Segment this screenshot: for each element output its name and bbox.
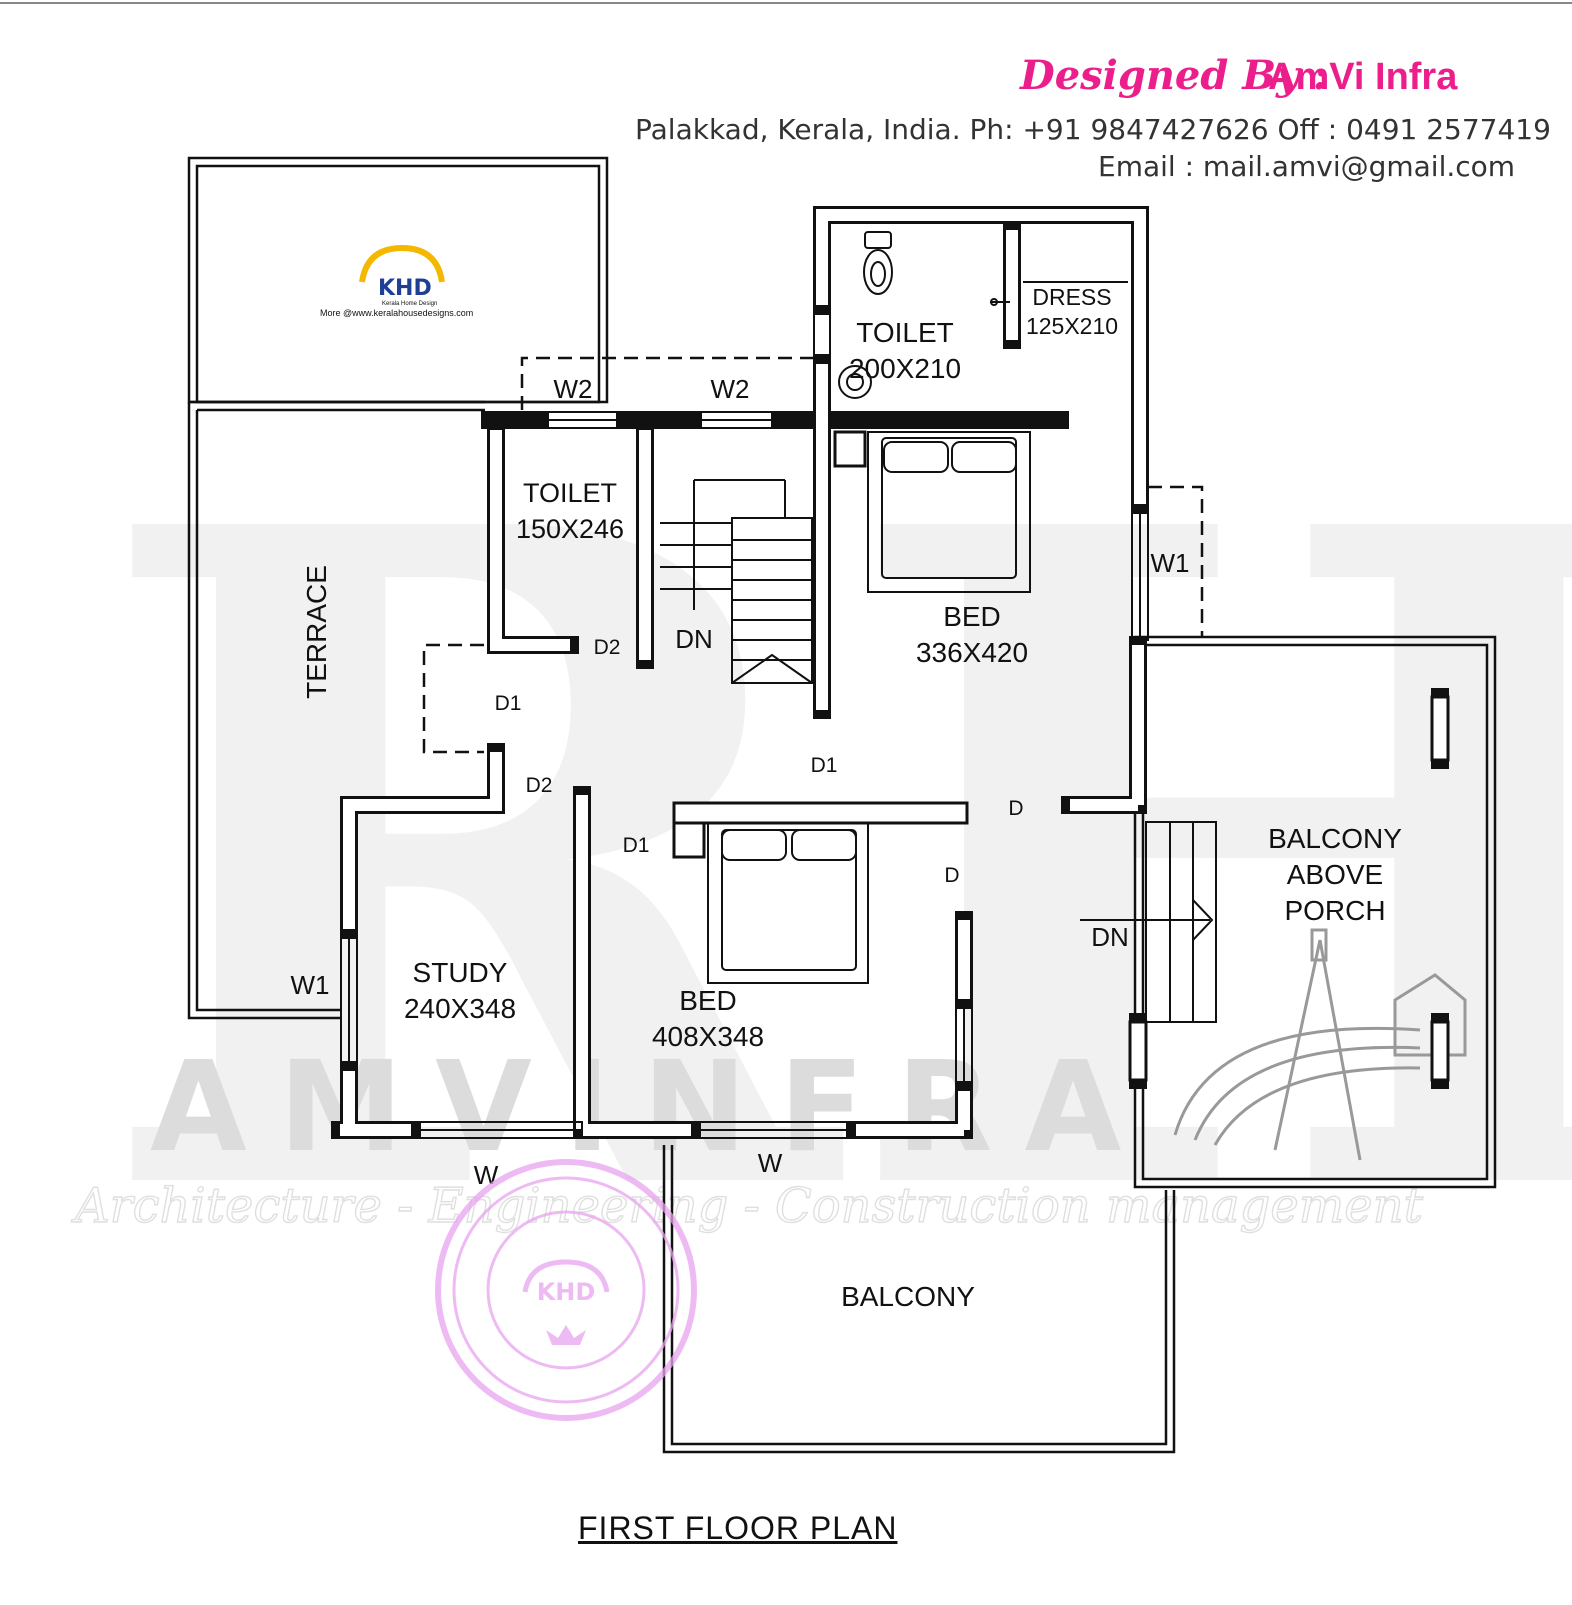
logo-mark: KHD [378, 276, 432, 301]
projections [422, 356, 1204, 754]
tag-d2-b: D2 [526, 774, 553, 797]
watermark-company: AMVINFRA [150, 1035, 1153, 1180]
stamp: KHD [435, 1159, 697, 1421]
windows [340, 305, 1450, 1139]
shower-icon [990, 298, 1010, 306]
email-line: Email : mail.amvi@gmail.com [1098, 150, 1516, 183]
terrace-outline [187, 402, 340, 1020]
room-name-bed-upper: BED [943, 601, 1001, 632]
room-size-dress: 125X210 [1026, 313, 1118, 339]
opening-tags: W2 W2 W1 W1 W W D2 D2 D1 D1 D1 D D DN DN [291, 374, 1190, 1190]
porch-balcony-outline [1133, 635, 1497, 1189]
tag-d-b: D [944, 864, 959, 887]
balcony-outline [662, 1145, 1176, 1454]
room-name-bed-lower: BED [679, 985, 737, 1016]
tag-dn-stair: DN [675, 624, 713, 654]
compass-house-emblem [1173, 928, 1467, 1161]
crown-icon [546, 1325, 586, 1345]
stair-treads [660, 522, 812, 661]
room-name-terrace: TERRACE [301, 565, 332, 699]
terrace-inner [195, 410, 340, 1012]
tag-w-b: W [758, 1148, 783, 1178]
logo-line: Kerala Home Design [382, 301, 437, 307]
room-name-porch-balcony-1: BALCONY [1268, 823, 1402, 854]
logo-arc-icon [359, 244, 445, 283]
room-name-porch-balcony-3: PORCH [1284, 895, 1385, 926]
room-labels: TOILET 200X210 DRESS 125X210 TOILET 150X… [301, 284, 1402, 1312]
room-size-toilet-top: 200X210 [849, 353, 961, 384]
tag-w2-b: W2 [711, 374, 750, 404]
contact-line: Palakkad, Kerala, India. Ph: +91 9847427… [635, 113, 1551, 146]
bed-icon [707, 822, 869, 984]
tag-w1-left: W1 [291, 970, 330, 1000]
room-size-bed-lower: 408X348 [652, 1021, 764, 1052]
tag-w2-a: W2 [554, 374, 593, 404]
bed-icon [867, 431, 1031, 593]
tag-d2-a: D2 [594, 636, 621, 659]
stamp-mark: KHD [537, 1278, 596, 1306]
plan-title: FIRST FLOOR PLAN [578, 1510, 898, 1546]
room-name-balcony: BALCONY [841, 1281, 975, 1312]
porch-steps [1080, 821, 1217, 1023]
staircase [660, 479, 813, 684]
room-name-dress: DRESS [1032, 284, 1111, 310]
tag-d1-a: D1 [495, 692, 522, 715]
room-size-bed-upper: 336X420 [916, 637, 1028, 668]
bed-partition-wall [672, 801, 969, 825]
designed-by-label: Designed By : [1020, 52, 1328, 99]
tag-d1-c: D1 [623, 834, 650, 857]
room-name-porch-balcony-2: ABOVE [1287, 859, 1383, 890]
room-name-study: STUDY [413, 957, 508, 988]
toilet-icon [863, 231, 893, 295]
designer-name: AmVi Infra [1268, 56, 1458, 98]
washbasin-icon [838, 365, 872, 399]
porch-balcony-inner [1141, 643, 1489, 1181]
room-size-study: 240X348 [404, 993, 516, 1024]
tag-d-a: D [1008, 797, 1023, 820]
tag-w1-right: W1 [1151, 548, 1190, 578]
tag-d1-b: D1 [811, 754, 838, 777]
furniture [707, 231, 1128, 984]
outlines [187, 156, 1497, 1454]
room-name-toilet-top: TOILET [856, 317, 954, 348]
tag-dn-porch: DN [1091, 922, 1129, 952]
room-name-toilet-left: TOILET [523, 478, 617, 508]
stamp-arc-icon [522, 1259, 610, 1293]
logo-site: More @www.keralahousedesigns.com [320, 308, 473, 318]
room-size-toilet-left: 150X246 [516, 514, 624, 544]
balcony-inner [670, 1145, 1168, 1446]
khd-logo: KHD Kerala Home Design More @www.keralah… [320, 244, 473, 318]
